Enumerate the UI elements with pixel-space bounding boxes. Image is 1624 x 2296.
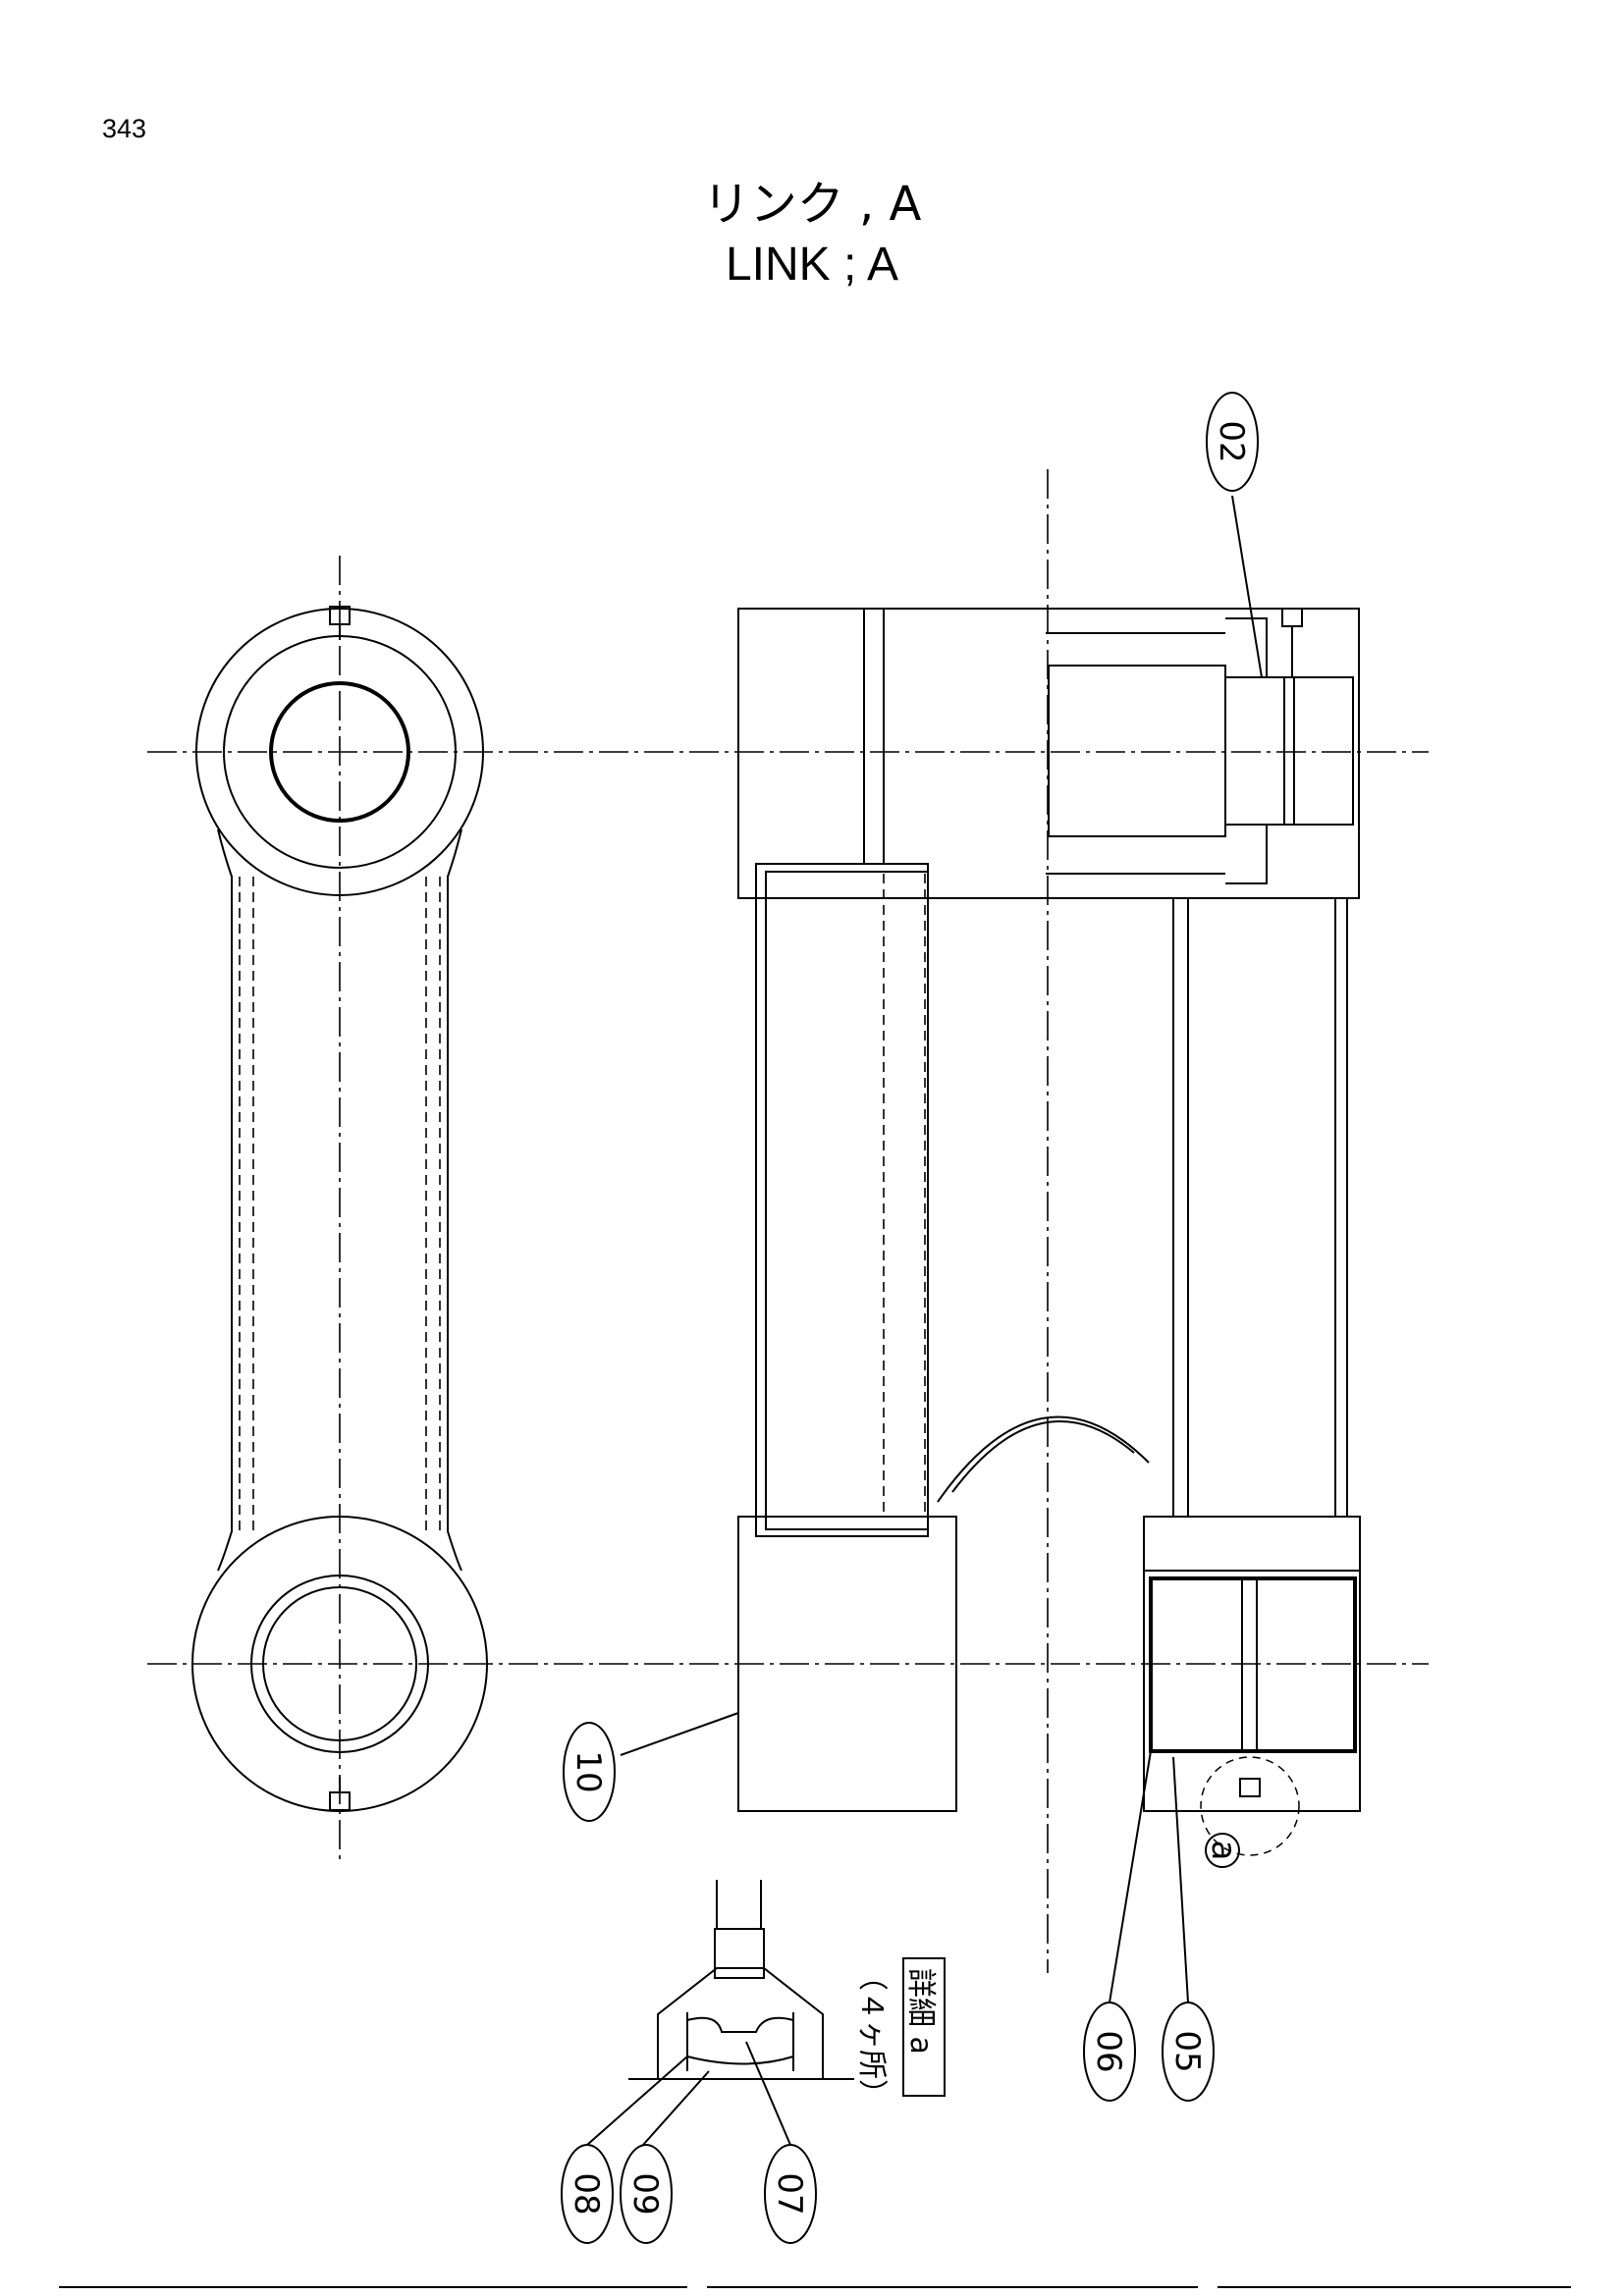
callout-10: 10 bbox=[563, 1722, 616, 1822]
bushing-05-06 bbox=[1149, 1576, 1357, 1753]
svg-text:10: 10 bbox=[568, 1750, 608, 1792]
callout-06: 06 bbox=[1083, 2002, 1136, 2102]
svg-text:07: 07 bbox=[770, 2172, 809, 2215]
detail-a-note: （４ヶ所） 詳細 a bbox=[854, 1957, 946, 2109]
lower-boss-section bbox=[1143, 1516, 1361, 1812]
callout-05: 05 bbox=[1162, 2002, 1215, 2102]
detail-label: 詳細 a bbox=[903, 1968, 938, 2055]
detail-count: （４ヶ所） bbox=[854, 1961, 889, 2109]
callout-a: a bbox=[1204, 1833, 1243, 1868]
svg-text:08: 08 bbox=[567, 2172, 606, 2215]
upper-bore-section bbox=[1048, 665, 1226, 837]
body-left-edge bbox=[217, 828, 233, 1572]
link-side-view bbox=[147, 556, 1429, 1860]
title-japanese: リンク , A bbox=[702, 177, 922, 232]
title-english: LINK ; A bbox=[725, 239, 899, 291]
lower-bore bbox=[262, 1586, 417, 1741]
callout-08: 08 bbox=[561, 2144, 614, 2244]
link-front-view bbox=[737, 469, 1361, 1973]
bushing-02 bbox=[1224, 676, 1354, 826]
detail-a-body bbox=[657, 1967, 824, 2080]
grease-nipple-bottom bbox=[329, 1777, 351, 1811]
svg-text:09: 09 bbox=[625, 2172, 665, 2215]
grease-nipple-top bbox=[329, 606, 351, 640]
callout-02: 02 bbox=[1206, 392, 1259, 492]
leader-lines bbox=[586, 495, 1263, 2146]
upper-boss-section bbox=[737, 608, 1360, 899]
grease-nipple-lower bbox=[1239, 1778, 1261, 1797]
detail-a-circle bbox=[1200, 1756, 1300, 1856]
upper-bore bbox=[269, 681, 410, 823]
arch bbox=[937, 1415, 1150, 1503]
lower-boss-inner bbox=[250, 1575, 429, 1753]
spacer-10 bbox=[737, 1516, 957, 1812]
callout-07: 07 bbox=[764, 2144, 817, 2244]
callout-09: 09 bbox=[620, 2144, 673, 2244]
web-left bbox=[755, 863, 929, 1537]
svg-text:02: 02 bbox=[1212, 420, 1251, 462]
page-number: 343 bbox=[102, 114, 147, 143]
svg-text:a: a bbox=[1204, 1841, 1243, 1861]
grease-nipple-upper bbox=[1281, 608, 1303, 627]
svg-text:06: 06 bbox=[1089, 2030, 1128, 2072]
detail-a bbox=[628, 1880, 854, 2080]
svg-text:05: 05 bbox=[1167, 2030, 1207, 2072]
body-right-edge bbox=[447, 828, 462, 1572]
upper-boss-outer bbox=[195, 608, 484, 896]
